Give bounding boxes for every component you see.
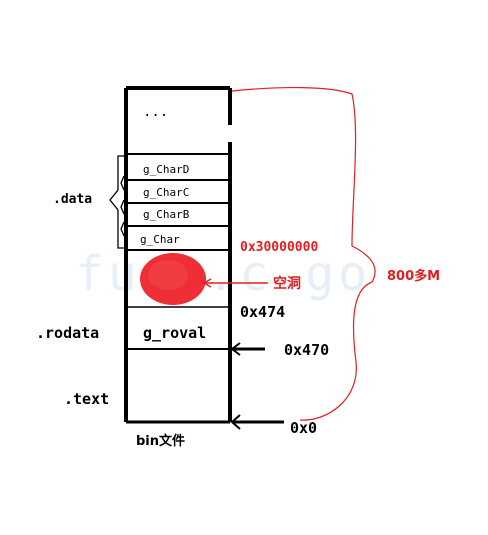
slot-g-roval: g_roval [143,324,206,342]
watermark: fu...c.go [75,246,371,302]
address-0x474: 0x474 [240,303,285,321]
size-range-curve [231,86,376,421]
arrow-0x0-head [230,414,241,430]
hole-blob-highlight [148,260,188,290]
hole-label: 空洞 [273,275,301,292]
slot-g-charb: g_CharB [143,208,190,221]
data-bracket-tick-3 [120,221,125,237]
slot-g-chard: g_CharD [143,163,189,176]
size-label: 800多M [387,268,440,284]
slot-g-charc: g_CharC [143,186,189,199]
bin-file-label: bin文件 [136,433,185,449]
data-bracket-tick-2 [120,199,125,215]
data-brace-path [109,155,124,249]
hole-arrow-head [202,278,212,288]
data-bracket-tick-1 [120,175,125,191]
slot-dividers [126,153,230,350]
hole-annotation [202,278,268,288]
section-data-label: .data [53,192,92,207]
address-0x0: 0x0 [290,419,317,437]
address-0x30000000: 0x30000000 [240,240,318,255]
slot-ellipsis: ... [143,104,168,120]
slot-g-char: g_Char [140,233,180,246]
address-arrows [230,342,284,430]
section-text-label: .text [64,390,109,408]
data-brace [109,155,125,249]
arrow-0x470-head [230,342,241,356]
memory-column [124,86,232,424]
address-0x470: 0x470 [284,341,329,359]
section-rodata-label: .rodata [36,324,99,342]
